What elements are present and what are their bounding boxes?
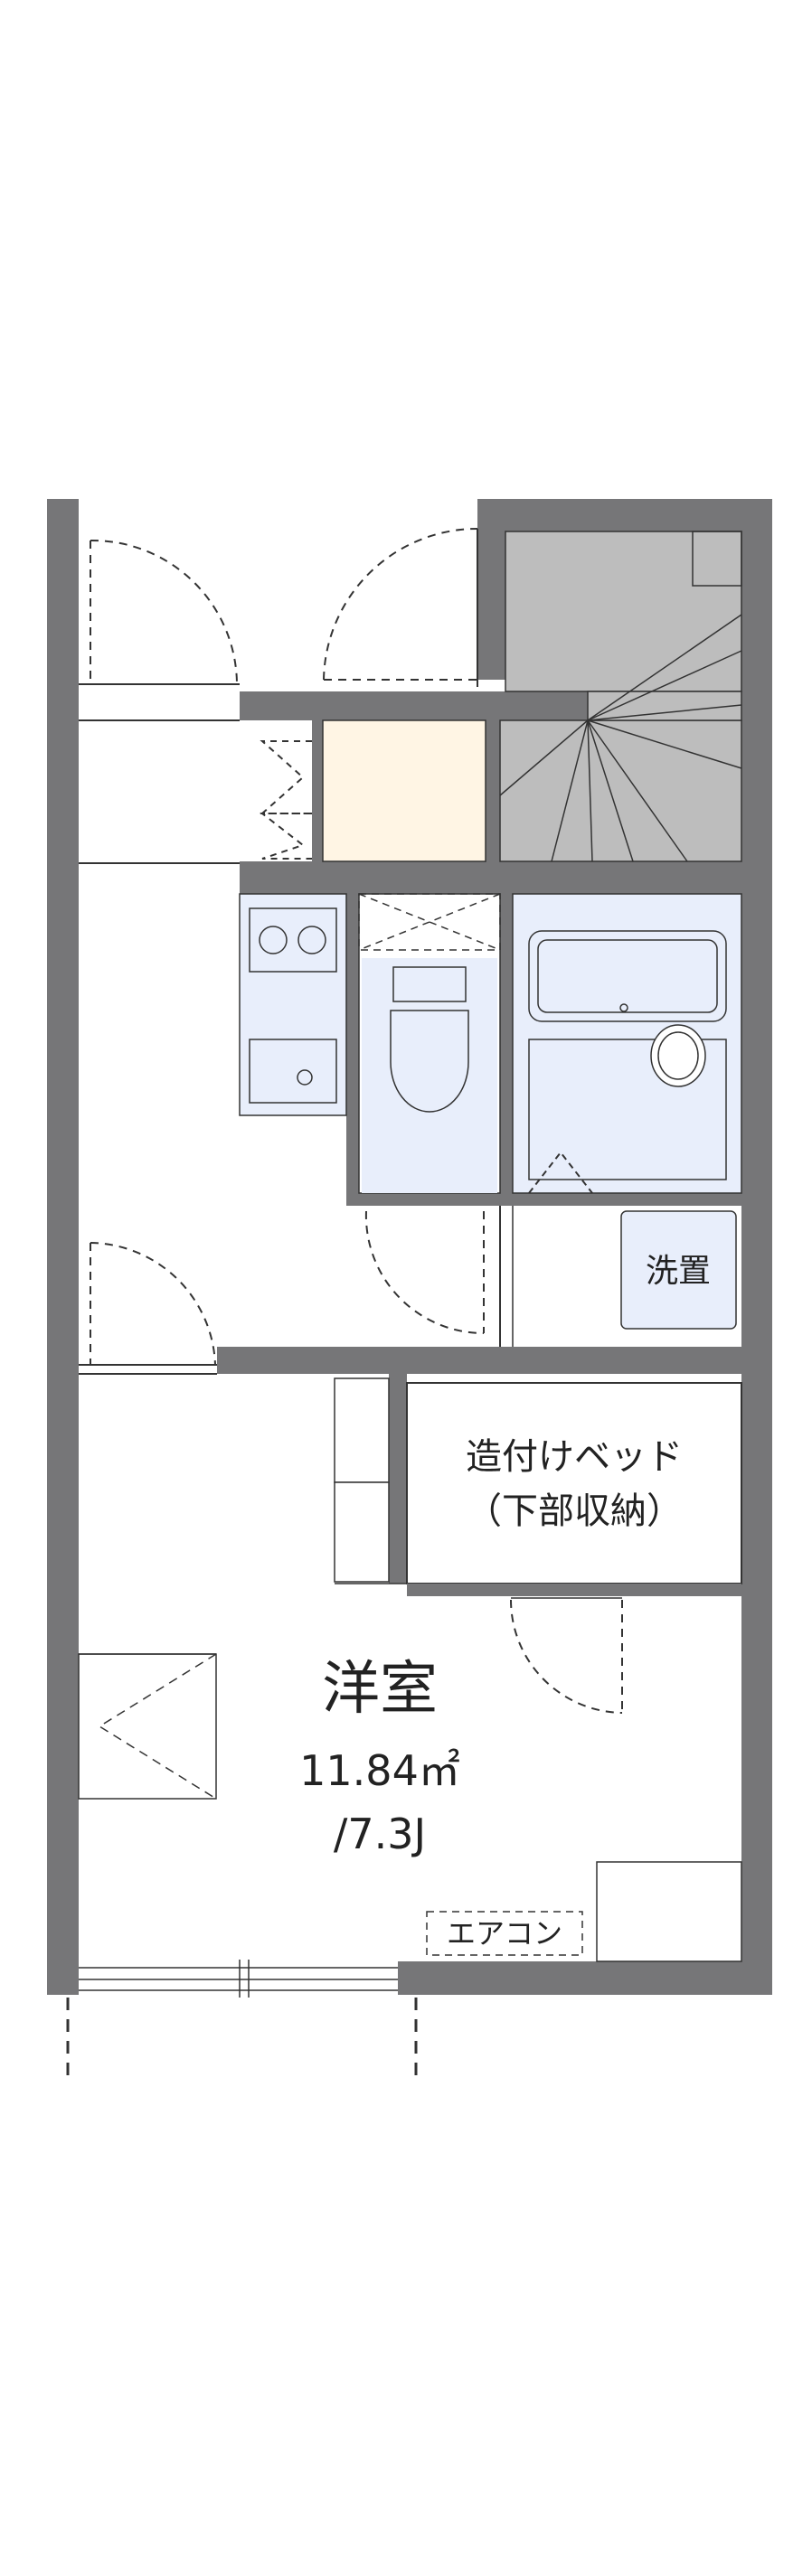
drain-icon (297, 1069, 313, 1086)
toilet-storage-cross (358, 893, 501, 951)
washer-space (620, 1210, 737, 1330)
balcony-outline (66, 1998, 418, 2083)
wall-kitchen-right (346, 894, 359, 1206)
main-room-name: 洋室 (322, 1656, 438, 1723)
toilet-tank (392, 966, 467, 1002)
bathtub (528, 930, 727, 1022)
built-in-bed (406, 1382, 742, 1584)
stairs-landing (587, 691, 742, 721)
stairs-upper (505, 531, 742, 692)
wall-storage-right (486, 720, 500, 865)
washbasin-inner-icon (657, 1031, 699, 1080)
built-in-bed-sublabel: （下部収納） (466, 1490, 683, 1532)
shelf-unit (334, 1377, 390, 1583)
bathtub-inner (537, 939, 718, 1013)
entrance-door[interactable] (90, 539, 238, 685)
toilet-door[interactable] (364, 1210, 485, 1334)
interior-walls (240, 691, 746, 1206)
stove (249, 907, 337, 973)
wall-toilet-right (500, 894, 513, 1206)
wall-top-right (477, 499, 772, 531)
aircon-label: エアコン (447, 1916, 562, 1951)
wall-left (47, 499, 79, 1995)
stairs (499, 531, 742, 862)
stairs-lower (499, 719, 742, 862)
aircon-box (426, 1911, 583, 1956)
kitchen (239, 893, 347, 1116)
wall-bed-left (389, 1374, 407, 1584)
toilet-room (358, 893, 501, 1194)
closet-box (596, 1861, 742, 1962)
wall-entry-top-right (500, 691, 592, 720)
shoe-storage (322, 719, 486, 862)
bathroom (512, 893, 742, 1194)
washbasin-icon (650, 1024, 706, 1087)
bath-drain-icon (619, 1003, 628, 1012)
burner-icon (297, 926, 326, 954)
stairs-treads (499, 531, 742, 862)
wall-storage-bottom (240, 861, 746, 894)
burner-icon (259, 926, 288, 954)
wall-bottom-right (398, 1961, 772, 1995)
wall-storage-left (312, 720, 323, 865)
built-in-bed-label: 造付けベッド (466, 1436, 683, 1478)
wall-upper-step (477, 499, 505, 680)
built-in-bed-border (407, 1584, 741, 1596)
wall-mid-horizontal (217, 1347, 741, 1374)
toilet-bowl-icon (390, 1010, 469, 1113)
closet-door[interactable] (510, 1599, 623, 1714)
stair-door[interactable] (323, 528, 478, 681)
storage-folding-door[interactable] (260, 740, 312, 860)
outer-walls (47, 499, 772, 1995)
wall-bath-bottom (359, 1193, 743, 1206)
main-room-tatami: /7.3J (334, 1810, 426, 1858)
wall-right (741, 499, 772, 1995)
sink (249, 1039, 337, 1104)
room-storage-box (78, 1653, 217, 1800)
wall-entry-top (240, 691, 538, 720)
washer-label: 洗置 (646, 1253, 711, 1290)
main-room-area: 11.84㎡ (299, 1746, 460, 1795)
room-door[interactable] (90, 1242, 216, 1366)
balcony-window[interactable] (79, 1960, 398, 1998)
